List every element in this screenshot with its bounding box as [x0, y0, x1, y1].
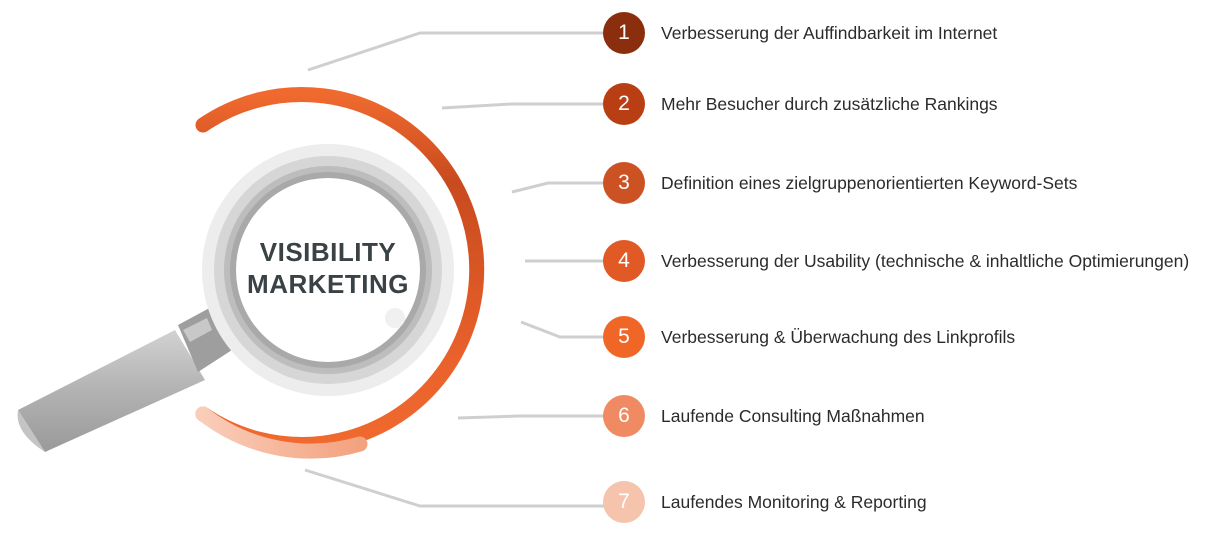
- connector-2: [441, 102, 606, 110]
- connector-7: [304, 468, 606, 508]
- number-badge-4: 4: [603, 240, 645, 282]
- center-title-line2: MARKETING: [247, 269, 409, 299]
- connector-5: [520, 320, 606, 339]
- number-badge-1: 1: [603, 12, 645, 54]
- center-title-line1: VISIBILITY: [259, 237, 397, 267]
- connector-1: [307, 31, 606, 72]
- list-item-3: 3 Definition eines zielgruppenorientiert…: [603, 162, 1077, 204]
- connector-lines: [304, 31, 606, 508]
- item-label-7: Laufendes Monitoring & Reporting: [661, 491, 927, 512]
- list-item-6: 6 Laufende Consulting Maßnahmen: [603, 395, 925, 437]
- number-badge-2: 2: [603, 83, 645, 125]
- list-item-5: 5 Verbesserung & Überwachung des Linkpro…: [603, 316, 1015, 358]
- item-label-1: Verbesserung der Auffindbarkeit im Inter…: [661, 22, 998, 43]
- list-item-1: 1 Verbesserung der Auffindbarkeit im Int…: [603, 12, 997, 54]
- list-item-7: 7 Laufendes Monitoring & Reporting: [603, 481, 927, 523]
- number-badge-5: 5: [603, 316, 645, 358]
- item-label-2: Mehr Besucher durch zusätzliche Rankings: [661, 93, 998, 114]
- orange-arc-light: [195, 406, 368, 459]
- item-label-5: Verbesserung & Überwachung des Linkprofi…: [661, 326, 1016, 347]
- list-item-2: 2 Mehr Besucher durch zusätzliche Rankin…: [603, 83, 998, 125]
- connector-3: [511, 181, 606, 194]
- item-label-3: Definition eines zielgruppenorientierten…: [661, 172, 1078, 193]
- magnifier-handle: [17, 305, 232, 452]
- magnifier-lens: [202, 144, 454, 396]
- number-badge-6: 6: [603, 395, 645, 437]
- item-label-6: Laufende Consulting Maßnahmen: [661, 405, 925, 426]
- number-badge-3: 3: [603, 162, 645, 204]
- item-label-4: Verbesserung der Usability (technische &…: [661, 250, 1190, 271]
- center-title: VISIBILITY MARKETING: [228, 236, 428, 300]
- connector-6: [457, 414, 606, 420]
- number-badge-7: 7: [603, 481, 645, 523]
- list-item-4: 4 Verbesserung der Usability (technische…: [603, 240, 1189, 282]
